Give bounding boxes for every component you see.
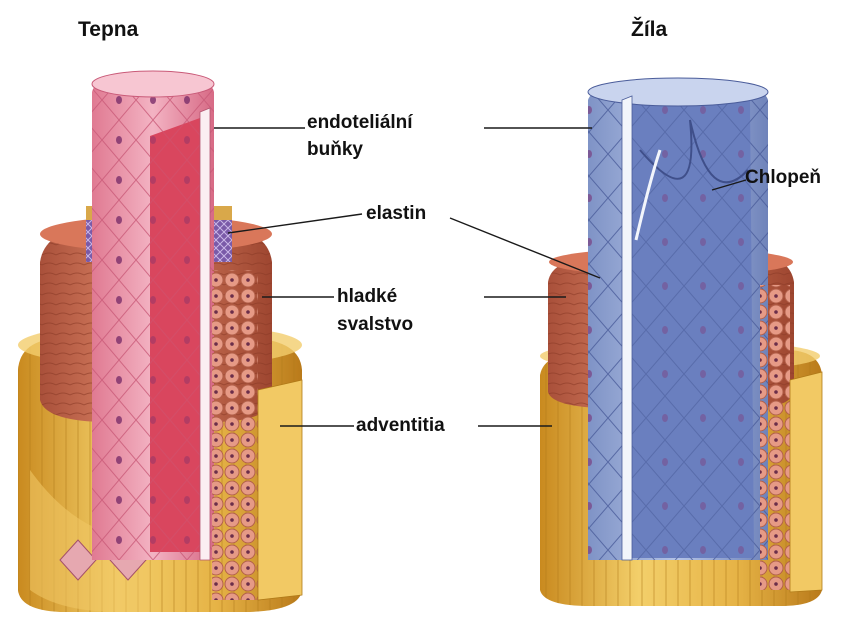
artery-illustration	[18, 71, 302, 612]
label-smooth-muscle-line1: hladké	[337, 286, 397, 307]
label-adventitia: adventitia	[356, 415, 445, 436]
vein-adventitia-cutaway	[790, 372, 822, 592]
label-valve: Chlopeň	[745, 167, 821, 188]
vein-illustration	[540, 78, 822, 606]
artery-adventitia-cutaway	[258, 380, 302, 600]
vein-muscle-cell-cutaway	[760, 285, 790, 590]
label-endothelial-line2: buňky	[307, 139, 363, 160]
label-endothelial-line1: endoteliální	[307, 112, 413, 133]
artery-intima-tube	[92, 71, 214, 560]
leader-elastin-vein	[450, 218, 600, 278]
vein-title: Žíla	[631, 17, 667, 41]
vein-intima-tube	[588, 78, 768, 560]
label-smooth-muscle-line2: svalstvo	[337, 314, 413, 335]
artery-muscle-cell-cutaway	[212, 270, 258, 600]
artery-title: Tepna	[78, 18, 139, 41]
label-elastin: elastin	[366, 203, 426, 224]
